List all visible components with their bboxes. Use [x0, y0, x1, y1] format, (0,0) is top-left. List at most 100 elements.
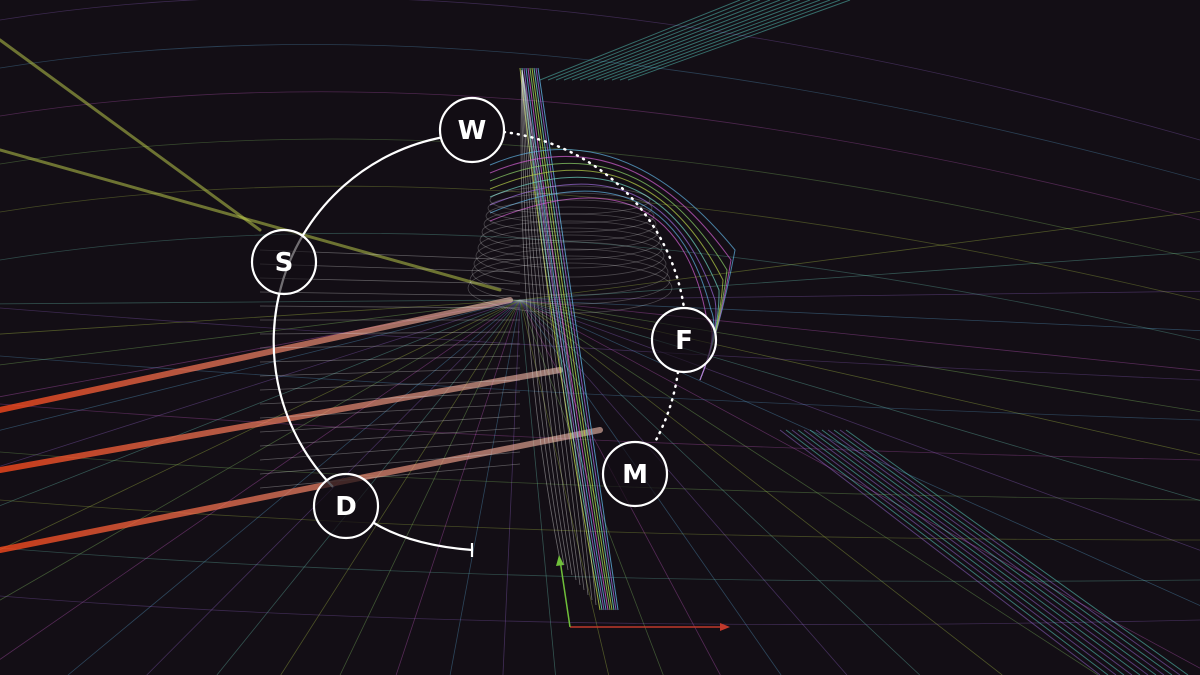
grid-line — [519, 299, 921, 675]
fin-mesh-line — [521, 69, 593, 601]
grid-curve — [0, 91, 1200, 221]
y-axis-arrow — [559, 559, 571, 628]
fin-edge — [521, 67, 603, 611]
node-w-label: W — [458, 116, 487, 146]
grid-line — [0, 299, 521, 366]
x-axis-arrowhead — [720, 623, 730, 631]
grid-bundle-line — [627, 0, 851, 81]
streak-mesh-line — [259, 355, 521, 363]
grid-curve — [0, 0, 1200, 141]
wireframe-body — [467, 67, 736, 611]
dome-ring — [483, 206, 657, 242]
ring-dotted-arc-upper — [502, 130, 686, 310]
node-m[interactable]: M — [601, 440, 669, 508]
flow-streak — [0, 367, 563, 473]
flow-streak — [0, 427, 603, 553]
node-d-circle[interactable] — [312, 472, 380, 540]
grid-bundle-line — [827, 429, 1165, 675]
grid-bundle-line — [619, 0, 841, 81]
grid-line — [0, 299, 521, 601]
grid-line — [0, 299, 521, 431]
grid-line — [519, 299, 1200, 669]
dome-ring — [475, 234, 665, 278]
grid-line — [0, 299, 521, 507]
grid-line — [0, 299, 521, 660]
grid-bundle-line — [815, 429, 1149, 675]
grid-line — [519, 299, 664, 675]
fin-edge — [523, 67, 605, 611]
streak-mesh-line — [259, 463, 521, 489]
grid-curve — [0, 547, 1200, 582]
streak-mesh-line — [259, 343, 521, 349]
grid-line — [395, 299, 521, 675]
dome-ring — [467, 262, 673, 314]
node-w-circle[interactable] — [438, 96, 506, 164]
grid-bundle-line — [595, 0, 811, 81]
fin-mesh-line — [521, 69, 585, 591]
dome-ring — [485, 199, 655, 233]
grid-line — [519, 299, 1200, 456]
streak-mesh-line — [259, 439, 521, 461]
grid-bundle-line — [547, 0, 751, 81]
cycle-ring — [272, 130, 686, 557]
grid-bundle-line — [611, 0, 831, 81]
grid-line — [339, 299, 521, 675]
fin-edge — [531, 67, 613, 611]
grid-bundle-line — [809, 429, 1141, 675]
fin-mesh-line — [521, 69, 573, 576]
streak-mesh-line — [259, 391, 521, 405]
node-w[interactable]: W — [438, 96, 506, 164]
grid-line — [449, 299, 521, 675]
grid-bundle-line — [839, 429, 1181, 675]
streak-mesh-line — [259, 331, 521, 335]
fin-edge — [519, 67, 601, 611]
grid-line — [519, 299, 1003, 675]
grid-bundle-line — [579, 0, 791, 81]
dome-ring — [473, 241, 667, 287]
grid-bundle-line — [563, 0, 771, 81]
node-d[interactable]: D — [312, 472, 380, 540]
node-s-circle[interactable] — [250, 228, 318, 296]
grid-line — [519, 210, 1200, 301]
dome-ring — [489, 185, 651, 215]
grid-line — [519, 299, 848, 675]
grid-line — [519, 299, 1200, 332]
grid-line — [67, 299, 521, 675]
streak-mesh-line — [259, 403, 521, 419]
ring-solid-arc — [272, 135, 445, 488]
node-s[interactable]: S — [250, 228, 318, 296]
grid-curve — [0, 451, 1200, 501]
node-f-label: F — [675, 326, 693, 356]
node-m-label: M — [622, 460, 648, 490]
fin-edge — [527, 67, 609, 611]
streak-mesh-line — [259, 305, 521, 309]
fin-edge — [535, 67, 617, 611]
streak-mesh-line — [259, 451, 521, 475]
fin-mesh-line — [521, 69, 589, 596]
grid-bundle-line — [785, 429, 1109, 675]
fin-edge — [537, 67, 619, 611]
fin-edge — [533, 67, 615, 611]
ring-dotted-arc-lower — [653, 370, 680, 444]
node-f[interactable]: F — [650, 306, 718, 374]
grid-curve — [0, 307, 1200, 381]
grid-bundle-line — [539, 0, 741, 81]
fin-mesh-line — [520, 69, 561, 561]
grid-bundle-line — [587, 0, 801, 81]
streak-mesh-line — [259, 379, 521, 391]
grid-line — [519, 299, 1099, 675]
dome-ring — [469, 255, 671, 305]
grid-line — [519, 290, 1200, 301]
grid-line — [0, 299, 521, 467]
grid-bundle-line — [845, 429, 1189, 675]
grid-bundle-line — [833, 429, 1173, 675]
fin-mesh-line — [521, 69, 597, 606]
streak-mesh-line — [259, 291, 521, 297]
flow-streak — [0, 148, 502, 292]
grid-line — [519, 299, 610, 675]
node-m-circle[interactable] — [601, 440, 669, 508]
node-f-circle[interactable] — [650, 306, 718, 374]
